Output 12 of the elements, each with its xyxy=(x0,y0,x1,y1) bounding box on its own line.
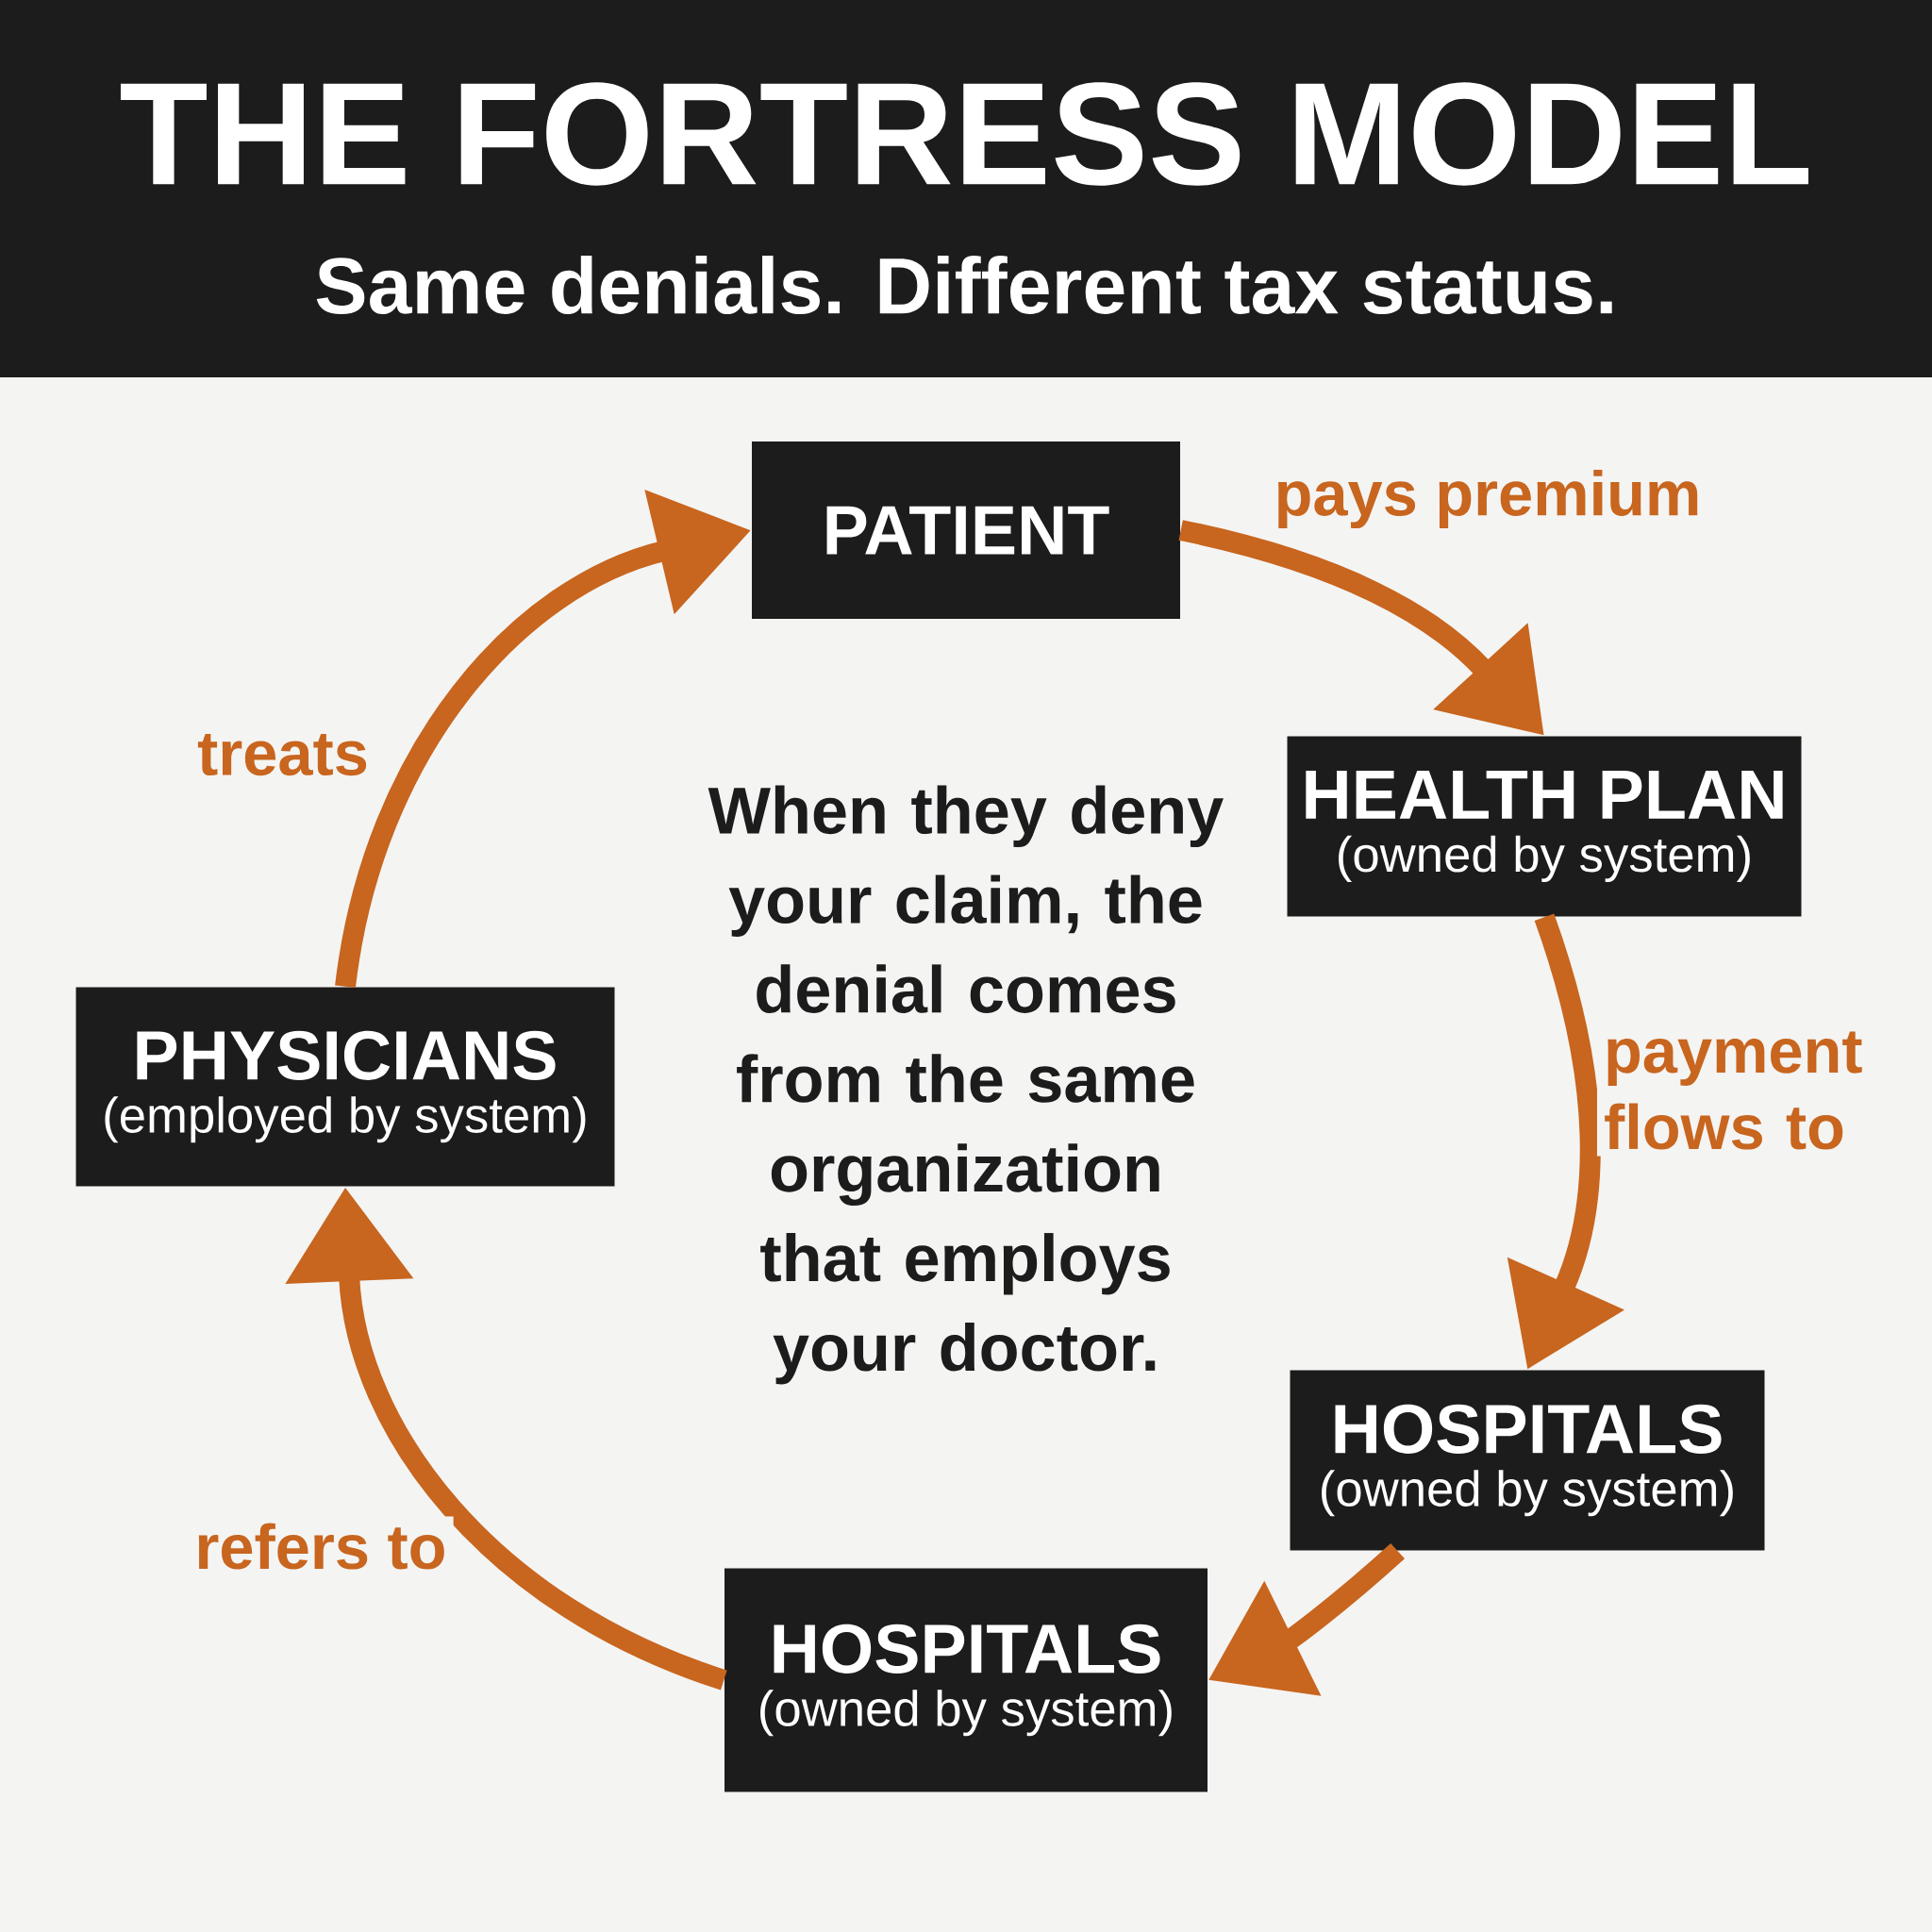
entity-box: HEALTH PLAN (owned by system) xyxy=(1287,736,1802,917)
edge-label: refers to xyxy=(188,1516,454,1576)
edge-label: treats xyxy=(191,726,375,783)
entity-box: PHYSICIANS (employed by system) xyxy=(75,987,615,1187)
title: THE FORTRESS MODEL xyxy=(120,82,1808,186)
entity-box: HOSPITALS (owned by system) xyxy=(1290,1370,1765,1551)
statement-text: When they deny your claim, the denial comes from the same organization that employs your doctor. xyxy=(708,785,1224,1385)
entity-box: HOSPITALS (owned by system) xyxy=(724,1568,1208,1792)
edge-label: pays premium xyxy=(1267,462,1708,536)
subtitle: Same denials. Different tax status. xyxy=(316,256,1612,314)
edge-label: payment flows to xyxy=(1597,1024,1904,1157)
entity-box: PATIENT xyxy=(752,441,1180,619)
